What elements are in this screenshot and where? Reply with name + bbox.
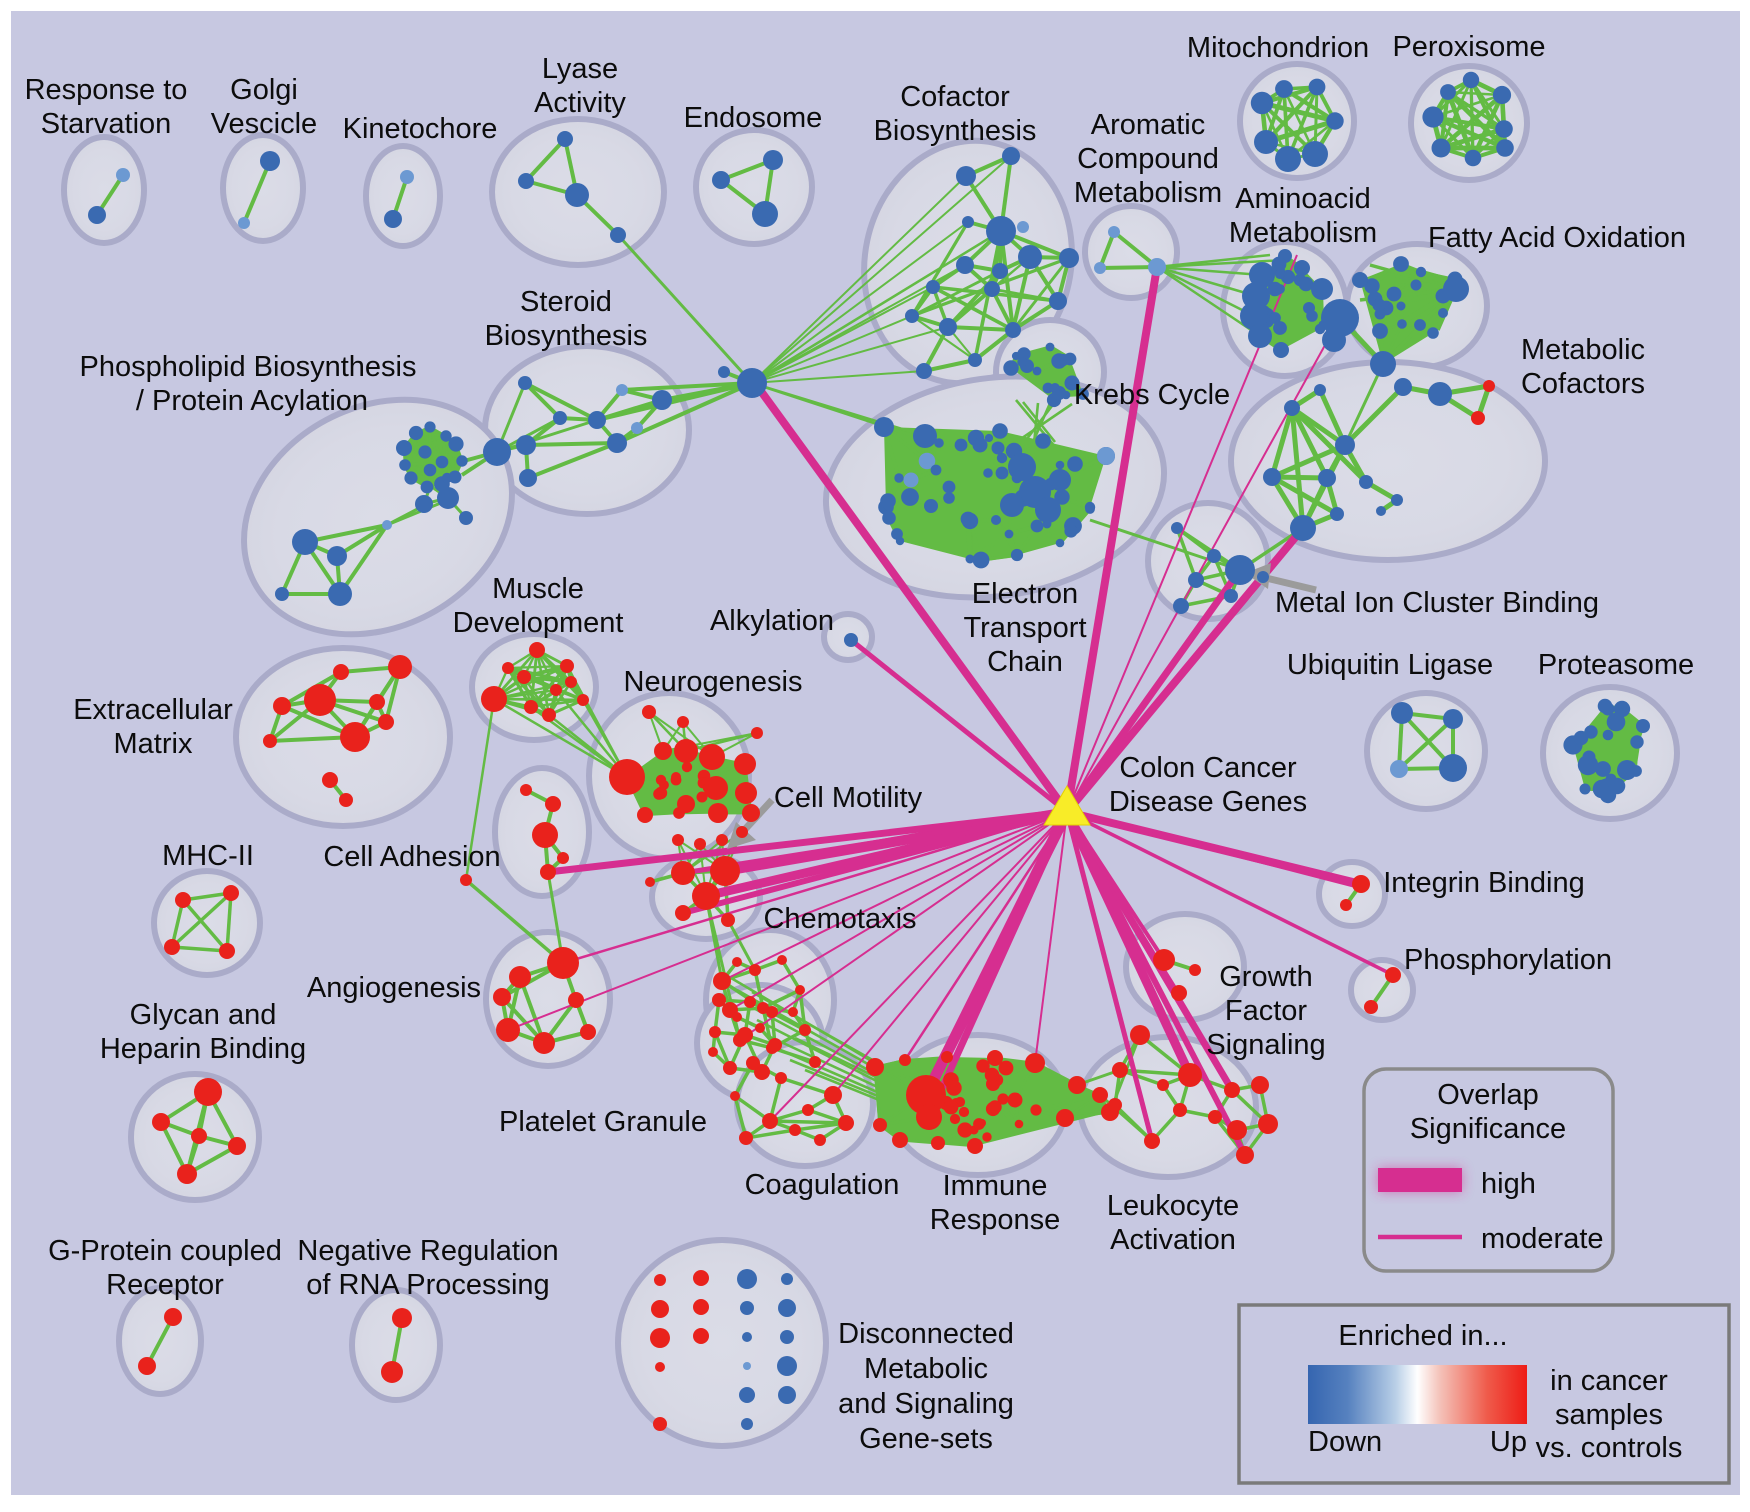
svg-text:Colon Cancer: Colon Cancer [1119,752,1297,784]
svg-text:Metabolic: Metabolic [864,1353,988,1385]
svg-text:Matrix: Matrix [114,728,193,760]
svg-text:Overlap: Overlap [1437,1079,1539,1111]
svg-text:Metabolism: Metabolism [1074,177,1222,209]
svg-text:Glycan and: Glycan and [130,999,277,1031]
svg-text:Steroid: Steroid [520,286,612,318]
svg-text:Ubiquitin Ligase: Ubiquitin Ligase [1287,649,1493,681]
svg-text:Cofactor: Cofactor [900,81,1010,113]
svg-text:Kinetochore: Kinetochore [343,113,498,145]
svg-text:Peroxisome: Peroxisome [1392,31,1545,63]
svg-text:Response: Response [930,1204,1061,1236]
svg-text:Signaling: Signaling [1206,1029,1325,1061]
svg-text:samples: samples [1555,1399,1663,1431]
svg-text:Alkylation: Alkylation [710,605,834,637]
svg-text:Coagulation: Coagulation [745,1169,900,1201]
svg-text:of RNA Processing: of RNA Processing [306,1269,549,1301]
svg-text:MHC-II: MHC-II [162,840,254,872]
svg-text:Compound: Compound [1077,143,1219,175]
svg-text:Starvation: Starvation [41,108,172,140]
svg-text:Chemotaxis: Chemotaxis [763,903,916,935]
svg-text:Gene-sets: Gene-sets [859,1423,993,1455]
svg-text:Cofactors: Cofactors [1521,368,1645,400]
svg-text:Proteasome: Proteasome [1538,649,1694,681]
svg-text:Metal Ion Cluster Binding: Metal Ion Cluster Binding [1275,587,1599,619]
svg-text:Integrin Binding: Integrin Binding [1383,867,1585,899]
svg-text:Platelet Granule: Platelet Granule [499,1106,707,1138]
svg-text:Phospholipid Biosynthesis: Phospholipid Biosynthesis [80,351,417,383]
svg-text:Endosome: Endosome [684,102,823,134]
svg-text:Disconnected: Disconnected [838,1318,1014,1350]
svg-text:Cell Adhesion: Cell Adhesion [323,841,500,873]
svg-text:Transport: Transport [963,612,1086,644]
svg-text:Vescicle: Vescicle [211,108,317,140]
svg-text:Growth: Growth [1219,961,1312,993]
svg-text:Chain: Chain [987,646,1063,678]
svg-text:Lyase: Lyase [542,53,618,85]
svg-text:Neurogenesis: Neurogenesis [624,666,803,698]
svg-text:Extracellular: Extracellular [73,694,233,726]
svg-text:high: high [1481,1168,1536,1200]
svg-text:Biosynthesis: Biosynthesis [485,320,648,352]
svg-text:moderate: moderate [1481,1223,1604,1255]
svg-text:Metabolism: Metabolism [1229,217,1377,249]
svg-text:Immune: Immune [943,1170,1048,1202]
svg-text:Electron: Electron [972,578,1078,610]
svg-text:Enriched in...: Enriched in... [1338,1320,1507,1352]
svg-text:Cell Motility: Cell Motility [774,782,923,814]
svg-text:Fatty Acid Oxidation: Fatty Acid Oxidation [1428,222,1686,254]
svg-text:vs. controls: vs. controls [1536,1432,1683,1464]
svg-text:Up: Up [1490,1426,1527,1458]
svg-text:Mitochondrion: Mitochondrion [1187,32,1369,64]
svg-text:in cancer: in cancer [1550,1365,1668,1397]
svg-text:Biosynthesis: Biosynthesis [874,115,1037,147]
svg-text:Disease Genes: Disease Genes [1109,786,1307,818]
svg-text:Activation: Activation [1110,1224,1236,1256]
svg-text:G-Protein coupled: G-Protein coupled [48,1235,282,1267]
svg-text:Development: Development [453,607,624,639]
svg-text:Heparin Binding: Heparin Binding [100,1033,306,1065]
svg-text:Factor: Factor [1225,995,1308,1027]
svg-text:Receptor: Receptor [106,1269,224,1301]
svg-text:Activity: Activity [534,87,626,119]
svg-text:and Signaling: and Signaling [838,1388,1014,1420]
svg-text:Aminoacid: Aminoacid [1235,183,1370,215]
svg-text:Metabolic: Metabolic [1521,334,1645,366]
svg-text:Krebs Cycle: Krebs Cycle [1074,379,1230,411]
svg-text:Phosphorylation: Phosphorylation [1404,944,1612,976]
svg-text:Negative Regulation: Negative Regulation [297,1235,558,1267]
svg-text:Angiogenesis: Angiogenesis [307,972,481,1004]
svg-text:Down: Down [1308,1426,1382,1458]
svg-text:Aromatic: Aromatic [1091,109,1205,141]
svg-text:Golgi: Golgi [230,74,298,106]
svg-text:Muscle: Muscle [492,573,584,605]
svg-text:Leukocyte: Leukocyte [1107,1190,1239,1222]
svg-text:Response to: Response to [25,74,188,106]
svg-text:Significance: Significance [1410,1113,1566,1145]
svg-text:/ Protein Acylation: / Protein Acylation [136,385,368,417]
